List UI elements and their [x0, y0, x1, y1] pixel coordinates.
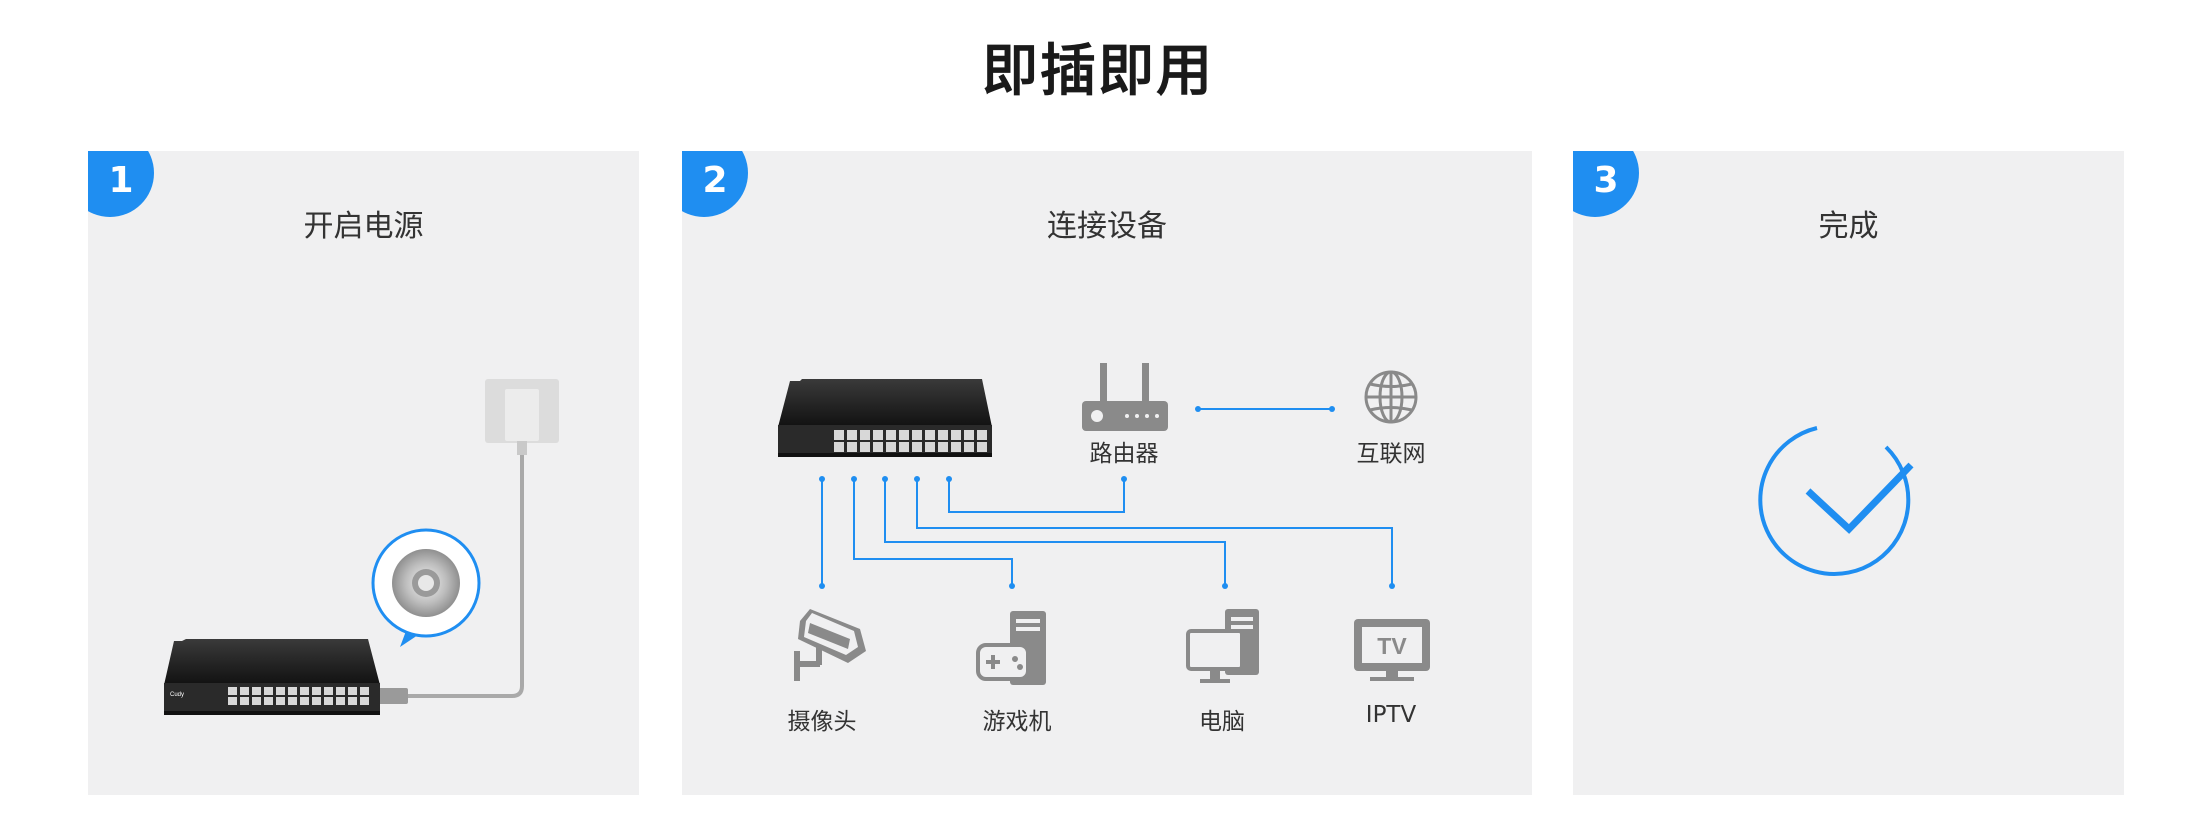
switch-port	[847, 430, 857, 440]
switch-port	[228, 687, 237, 695]
switch-port	[834, 442, 844, 452]
switch-port	[312, 687, 321, 695]
switch-port	[324, 697, 333, 705]
switch-port	[360, 687, 369, 695]
switch-port	[886, 442, 896, 452]
iptv-tv-icon: TV	[1354, 619, 1430, 681]
switch-port	[264, 687, 273, 695]
step-panel-power-on: 1 开启电源 Cudy	[88, 151, 639, 795]
switch-port	[240, 687, 249, 695]
step-title: 连接设备	[1047, 209, 1167, 244]
switch-port	[977, 442, 987, 452]
switch-port	[925, 430, 935, 440]
camera-label: 摄像头	[787, 709, 857, 735]
internet-globe-icon	[1364, 370, 1418, 424]
security-camera-icon	[794, 609, 866, 681]
switch-port	[899, 442, 909, 452]
switch-port	[860, 430, 870, 440]
step-title: 完成	[1818, 209, 1879, 244]
switch-port	[324, 687, 333, 695]
switch-port	[288, 687, 297, 695]
switch-port	[925, 442, 935, 452]
switch-port	[951, 442, 961, 452]
switch-port	[899, 430, 909, 440]
device-connection-diagram: TV	[778, 363, 1430, 685]
iptv-label: IPTV	[1365, 702, 1417, 728]
switch-port	[336, 697, 345, 705]
switch-port	[912, 442, 922, 452]
switch-port	[312, 697, 321, 705]
switch-port	[873, 430, 883, 440]
switch-port	[847, 442, 857, 452]
dc-plug	[378, 688, 408, 704]
switch-port	[912, 430, 922, 440]
switch-port	[348, 697, 357, 705]
step-badge: 1	[88, 151, 154, 217]
switch-port	[228, 697, 237, 705]
step-panel-connect-devices: 2 连接设备	[682, 151, 1532, 795]
power-connection-illustration: Cudy	[164, 379, 559, 715]
power-adapter-icon	[485, 379, 559, 455]
router-icon	[1082, 363, 1168, 431]
connection-dots	[819, 406, 1395, 589]
switch-port	[288, 697, 297, 705]
switch-port	[938, 430, 948, 440]
switch-port	[252, 687, 261, 695]
switch-port	[964, 430, 974, 440]
network-switch-icon: Cudy	[164, 639, 380, 715]
step-panel-complete: 3 完成	[1573, 151, 2124, 795]
pc-label: 电脑	[1199, 709, 1245, 735]
switch-port	[300, 697, 309, 705]
step-title: 开启电源	[303, 209, 424, 244]
switch-port	[860, 442, 870, 452]
step-badge: 2	[682, 151, 748, 217]
internet-label: 互联网	[1356, 441, 1426, 467]
switch-port	[886, 430, 896, 440]
check-mark-icon	[1758, 426, 1914, 576]
switch-port	[977, 430, 987, 440]
switch-port	[951, 430, 961, 440]
connection-lines	[821, 408, 1393, 586]
network-switch-icon	[778, 379, 992, 457]
power-cable	[406, 455, 524, 698]
tv-screen-text: TV	[1377, 633, 1407, 659]
switch-port	[938, 442, 948, 452]
switch-port	[873, 442, 883, 452]
switch-port	[240, 697, 249, 705]
game-console-icon	[976, 611, 1046, 685]
switch-port	[964, 442, 974, 452]
switch-port	[834, 430, 844, 440]
desktop-computer-icon	[1186, 609, 1259, 683]
switch-port	[264, 697, 273, 705]
switch-port	[360, 697, 369, 705]
switch-port	[348, 687, 357, 695]
step-badge: 3	[1573, 151, 1639, 217]
gaming-label: 游戏机	[982, 709, 1052, 735]
switch-port	[252, 697, 261, 705]
switch-port	[336, 687, 345, 695]
page-title: 即插即用	[982, 39, 1214, 104]
power-port-callout-icon	[371, 528, 481, 647]
switch-port	[300, 687, 309, 695]
switch-port	[276, 697, 285, 705]
switch-brand-label: Cudy	[170, 692, 184, 698]
router-label: 路由器	[1089, 441, 1159, 467]
switch-port	[276, 687, 285, 695]
